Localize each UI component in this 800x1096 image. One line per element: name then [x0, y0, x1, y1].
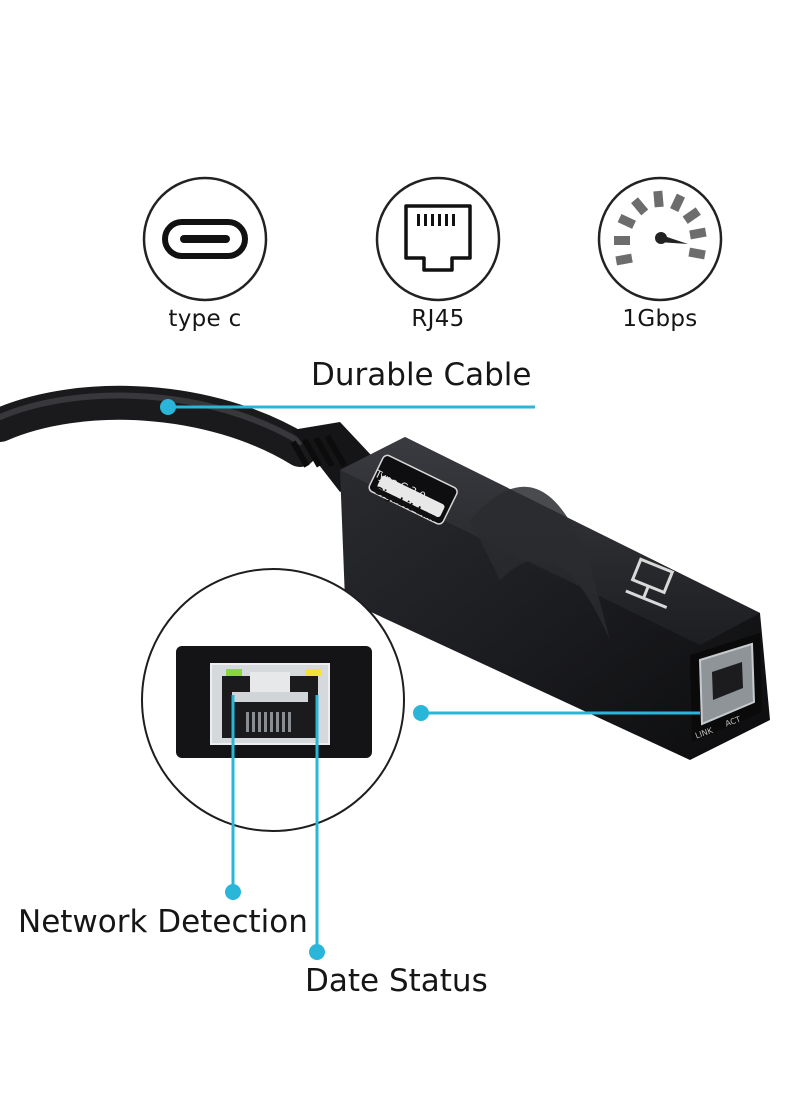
feature-label-speed: 1Gbps	[622, 306, 698, 332]
callout-network-detection: Network Detection	[18, 904, 308, 940]
callout-lines	[168, 405, 700, 952]
callout-durable-cable: Durable Cable	[311, 357, 532, 393]
usb-c-port-icon	[142, 176, 268, 302]
feature-label-type-c: type c	[168, 306, 242, 332]
rj45-port-icon	[375, 176, 501, 302]
usb-cable	[0, 385, 385, 492]
adapter-body	[340, 437, 770, 760]
activity-led	[305, 669, 321, 676]
callout-dots	[160, 399, 429, 960]
callout-data-status: Date Status	[305, 963, 488, 999]
port-zoom-circle	[141, 568, 405, 832]
link-led	[226, 669, 242, 676]
feature-label-rj45: RJ45	[411, 306, 465, 332]
speedometer-icon	[597, 176, 723, 302]
adapter-rj45-port	[690, 633, 762, 742]
